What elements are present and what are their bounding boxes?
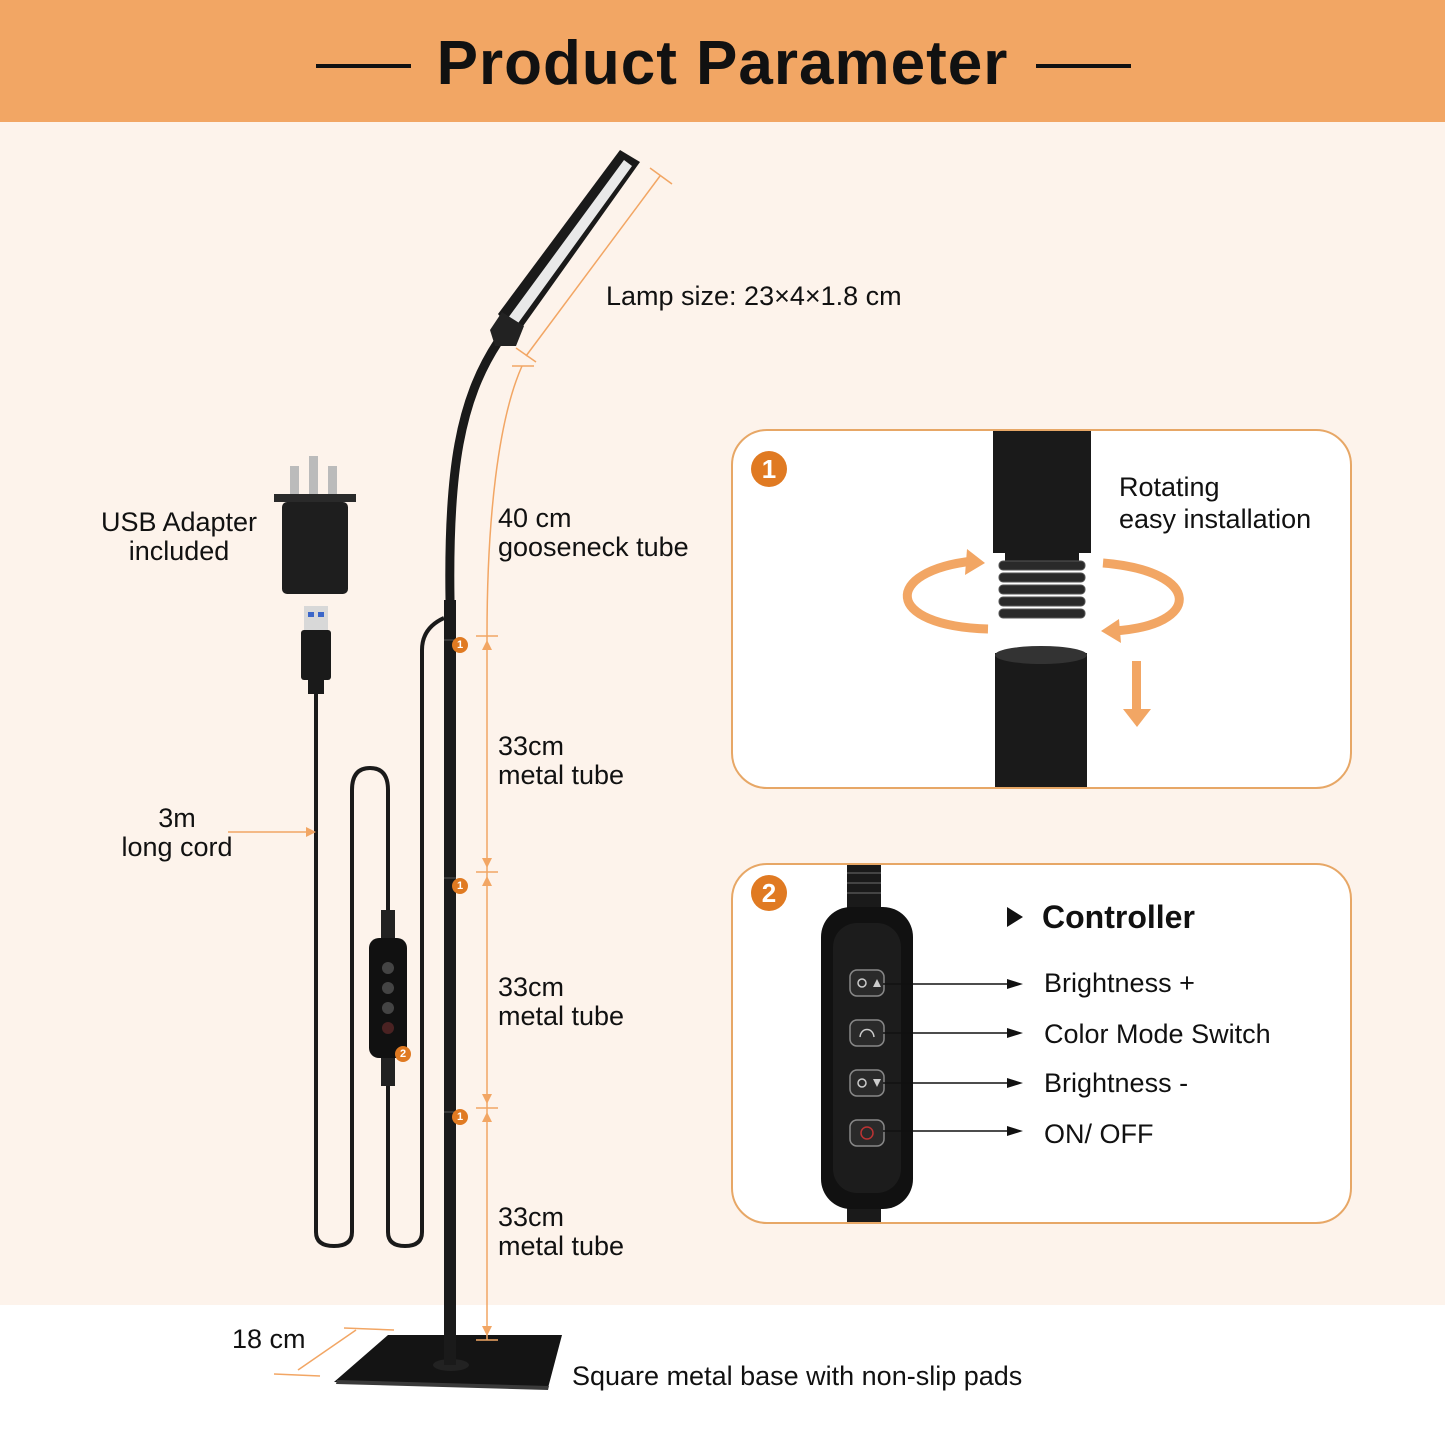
power-label: ON/ OFF — [1044, 1119, 1154, 1149]
usb-adapter — [274, 456, 356, 594]
tube-connection-illustration — [902, 431, 1184, 787]
header-right-rule — [1036, 64, 1131, 68]
rotating-text: Rotating easy installation — [1119, 472, 1312, 534]
lamp-pole — [444, 600, 456, 1365]
controller-title: Controller — [1042, 899, 1195, 935]
controller-marker: 2 — [395, 1046, 411, 1062]
gooseneck-label: 40 cm gooseneck tube — [498, 503, 689, 562]
page-title: Product Parameter — [436, 29, 1009, 98]
header-left-rule — [316, 64, 411, 68]
base-description: Square metal base with non-slip pads — [572, 1361, 1023, 1391]
metal-tube-label-1: 33cm metal tube — [498, 731, 625, 790]
card-1-badge: 1 — [751, 451, 787, 487]
controller-card: 2 — [731, 863, 1352, 1224]
joint-marker-3: 1 — [452, 1109, 468, 1125]
lamp-size-label: Lamp size: 23×4×1.8 cm — [606, 281, 902, 311]
lamp-head — [490, 150, 640, 346]
card-2-badge: 2 — [751, 875, 787, 911]
joint-marker-1: 1 — [452, 637, 468, 653]
usb-adapter-label: USB Adapter included — [100, 507, 258, 566]
controller-illustration — [821, 865, 1023, 1222]
rotate-arrow-left — [902, 556, 989, 634]
rotate-arrow-right — [1102, 558, 1184, 636]
joint-marker-2: 1 — [452, 878, 468, 894]
inline-controller — [369, 910, 407, 1086]
controller-buttons — [849, 969, 885, 1147]
brightness-down-label: Brightness - — [1044, 1068, 1189, 1098]
cable-strain-relief — [847, 865, 881, 1222]
brightness-up-label: Brightness + — [1044, 968, 1195, 998]
rotating-installation-card: 1 Rotating easy installation — [731, 429, 1352, 789]
base-size-label: 18 cm — [232, 1324, 306, 1354]
header-banner: Product Parameter — [0, 0, 1445, 122]
usb-plug — [301, 606, 331, 694]
cord-label: 3m long cord — [121, 803, 233, 862]
color-mode-label: Color Mode Switch — [1044, 1019, 1271, 1049]
down-arrow-icon — [1132, 661, 1141, 711]
metal-tube-label-2: 33cm metal tube — [498, 972, 625, 1031]
power-cord — [314, 616, 445, 1249]
floor-band — [0, 1305, 1445, 1445]
gooseneck-tube — [445, 337, 503, 605]
controller-title-marker — [1007, 907, 1023, 927]
metal-tube-label-3: 33cm metal tube — [498, 1202, 625, 1261]
